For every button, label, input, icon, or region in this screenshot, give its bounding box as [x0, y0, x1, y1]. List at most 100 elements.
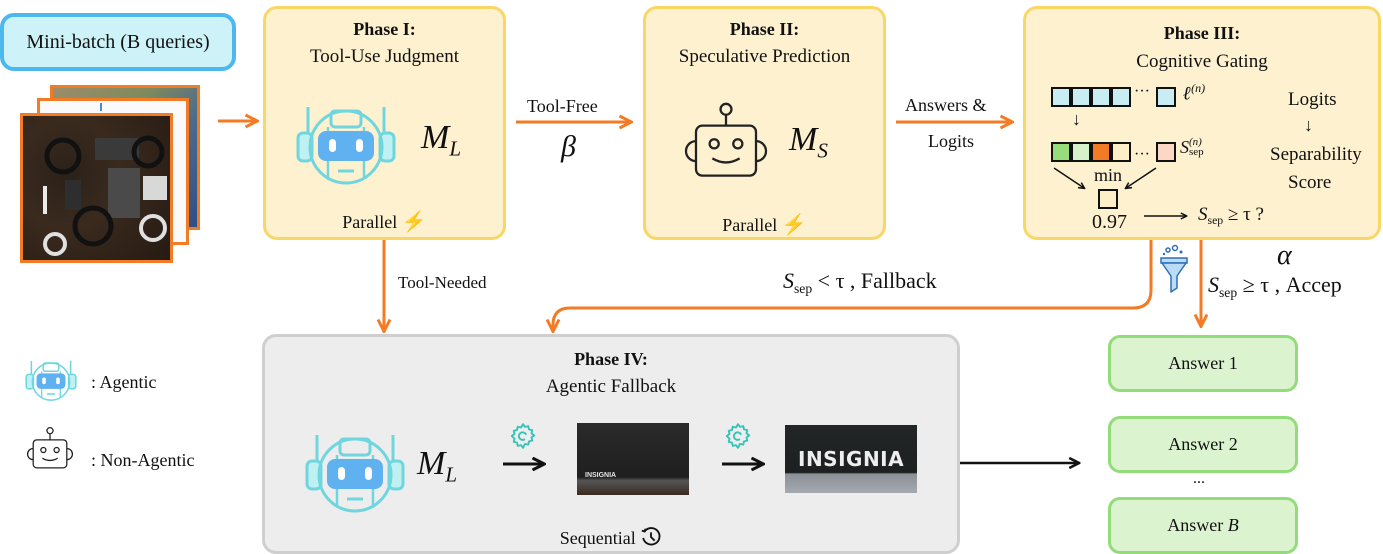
filter-funnel-icon [1160, 244, 1188, 293]
accept-subscript: sep [1219, 284, 1238, 300]
zoomed-brand-image: INSIGNIA [785, 425, 917, 493]
alpha-label: α [1277, 240, 1292, 271]
check-subscript: sep [1207, 214, 1224, 228]
agentic-robot-icon [295, 425, 415, 515]
phase2-mode-label: Parallel [722, 215, 778, 235]
model-subscript: S [817, 138, 828, 163]
phase1-title: Phase I: [353, 19, 416, 39]
query-image-cables [20, 113, 173, 263]
phase4-title: Phase IV: [574, 349, 648, 369]
phase3-box: Phase III: Cognitive Gating ··· ℓ(n) ↓ ·… [1023, 6, 1381, 240]
beta-label: β [561, 130, 576, 163]
score-cell [1156, 142, 1176, 162]
accept-condition: ≥ τ , [1237, 272, 1286, 297]
phase4-model-label: ML [417, 445, 457, 487]
phase2-model-label: MS [789, 121, 828, 163]
legend-non-agentic-robot-icon [22, 426, 78, 472]
phase3-title: Phase III: [1163, 23, 1241, 43]
answer-1-label: Answer 1 [1168, 353, 1238, 373]
logit-cell [1156, 87, 1176, 107]
phase4-mode-label: Sequential [559, 528, 636, 548]
accept-word: Accep [1285, 272, 1342, 297]
check-symbol: S [1198, 204, 1208, 225]
answer-1: Answer 1 [1108, 335, 1298, 392]
phase2-mode: Parallel ⚡ [646, 212, 883, 237]
score-cell [1071, 142, 1091, 162]
phase4-subtitle: Agentic Fallback [545, 376, 677, 397]
phase4-mode: Sequential [265, 526, 957, 549]
cropped-device-image: INSIGNIA [577, 423, 689, 495]
zoomed-brand-text: INSIGNIA [798, 447, 905, 471]
answer-b: Answer B [1108, 497, 1298, 554]
logit-superscript: (n) [1191, 81, 1206, 95]
logit-cell [1071, 87, 1091, 107]
cables-thumbnail [43, 135, 167, 256]
tool-free-label: Tool-Free [527, 96, 598, 116]
min-score-cell [1098, 189, 1118, 209]
answer-2: Answer 2 [1108, 416, 1298, 473]
answers-ellipsis: ... [1193, 470, 1205, 487]
score-superscript: (n) [1189, 136, 1202, 148]
score-cell [1051, 142, 1071, 162]
answer-b-variable: B [1227, 515, 1239, 535]
logit-label: ℓ(n) [1183, 81, 1205, 105]
side-arrow: ↓ [1304, 115, 1313, 135]
logit-cell [1051, 87, 1071, 107]
fallback-subscript: sep [794, 280, 813, 296]
down-arrow: ↓ [1072, 109, 1081, 129]
phase2-box: Phase II: Speculative Prediction MS Para… [643, 6, 886, 240]
min-arrows [1053, 167, 1157, 204]
legend-agentic-label: : Agentic [91, 372, 157, 392]
model-symbol: M [789, 121, 818, 158]
gear-icon [508, 421, 538, 451]
lightning-icon: ⚡ [401, 211, 427, 233]
phase1-mode-label: Parallel [342, 212, 398, 232]
score-subscript: sep [1189, 146, 1204, 158]
gear-icon [723, 421, 753, 451]
model-symbol: M [421, 119, 450, 156]
model-subscript: L [449, 136, 462, 161]
phase1-model-label: ML [421, 119, 461, 161]
logit-cell [1111, 87, 1131, 107]
check-arrow [1144, 209, 1190, 223]
score-cell [1111, 142, 1131, 162]
fallback-label: Ssep < τ , Fallback [783, 268, 937, 297]
fallback-condition: < τ , [812, 268, 861, 293]
answer-2-label: Answer 2 [1168, 434, 1238, 454]
history-clock-icon [641, 527, 661, 546]
logit-cell [1091, 87, 1111, 107]
score-ellipsis: ··· [1134, 146, 1150, 163]
agentic-robot-icon [286, 97, 406, 187]
phase2-subtitle: Speculative Prediction [678, 46, 851, 67]
phase1-box: Phase I: Tool-Use Judgment ML Parallel ⚡ [263, 6, 506, 240]
logit-symbol: ℓ [1183, 83, 1192, 105]
phase1-mode: Parallel ⚡ [266, 209, 503, 234]
minibatch-input-box: Mini-batch (B queries) [0, 13, 236, 71]
legend-agentic-robot-icon [20, 355, 82, 403]
tool-call-arrow [503, 457, 549, 471]
phase3-subtitle: Cognitive Gating [1136, 51, 1268, 72]
answer-b-prefix: Answer [1167, 515, 1228, 535]
min-label: min [1094, 165, 1123, 185]
side-separability: Separability [1270, 144, 1362, 165]
minibatch-label: Mini-batch (B queries) [26, 30, 210, 53]
tool-call-arrow [722, 457, 768, 471]
lightning-icon: ⚡ [781, 214, 807, 236]
min-value: 0.97 [1092, 211, 1127, 233]
non-agentic-robot-icon [676, 101, 776, 183]
check-condition: ≥ τ ? [1223, 204, 1264, 225]
answers-logits-label-2: Logits [928, 131, 975, 151]
side-logits: Logits [1288, 89, 1337, 110]
threshold-check: Ssep ≥ τ ? [1198, 204, 1264, 228]
tool-needed-label: Tool-Needed [398, 273, 487, 292]
side-score: Score [1288, 172, 1332, 193]
legend-non-agentic-label: : Non-Agentic [91, 450, 195, 470]
accept-symbol: S [1208, 272, 1219, 297]
phase1-subtitle: Tool-Use Judgment [309, 46, 460, 67]
model-subscript: L [445, 462, 458, 487]
fallback-word: Fallback [860, 268, 937, 293]
score-cell [1091, 142, 1111, 162]
logit-ellipsis: ··· [1134, 83, 1150, 100]
fallback-symbol: S [783, 268, 794, 293]
